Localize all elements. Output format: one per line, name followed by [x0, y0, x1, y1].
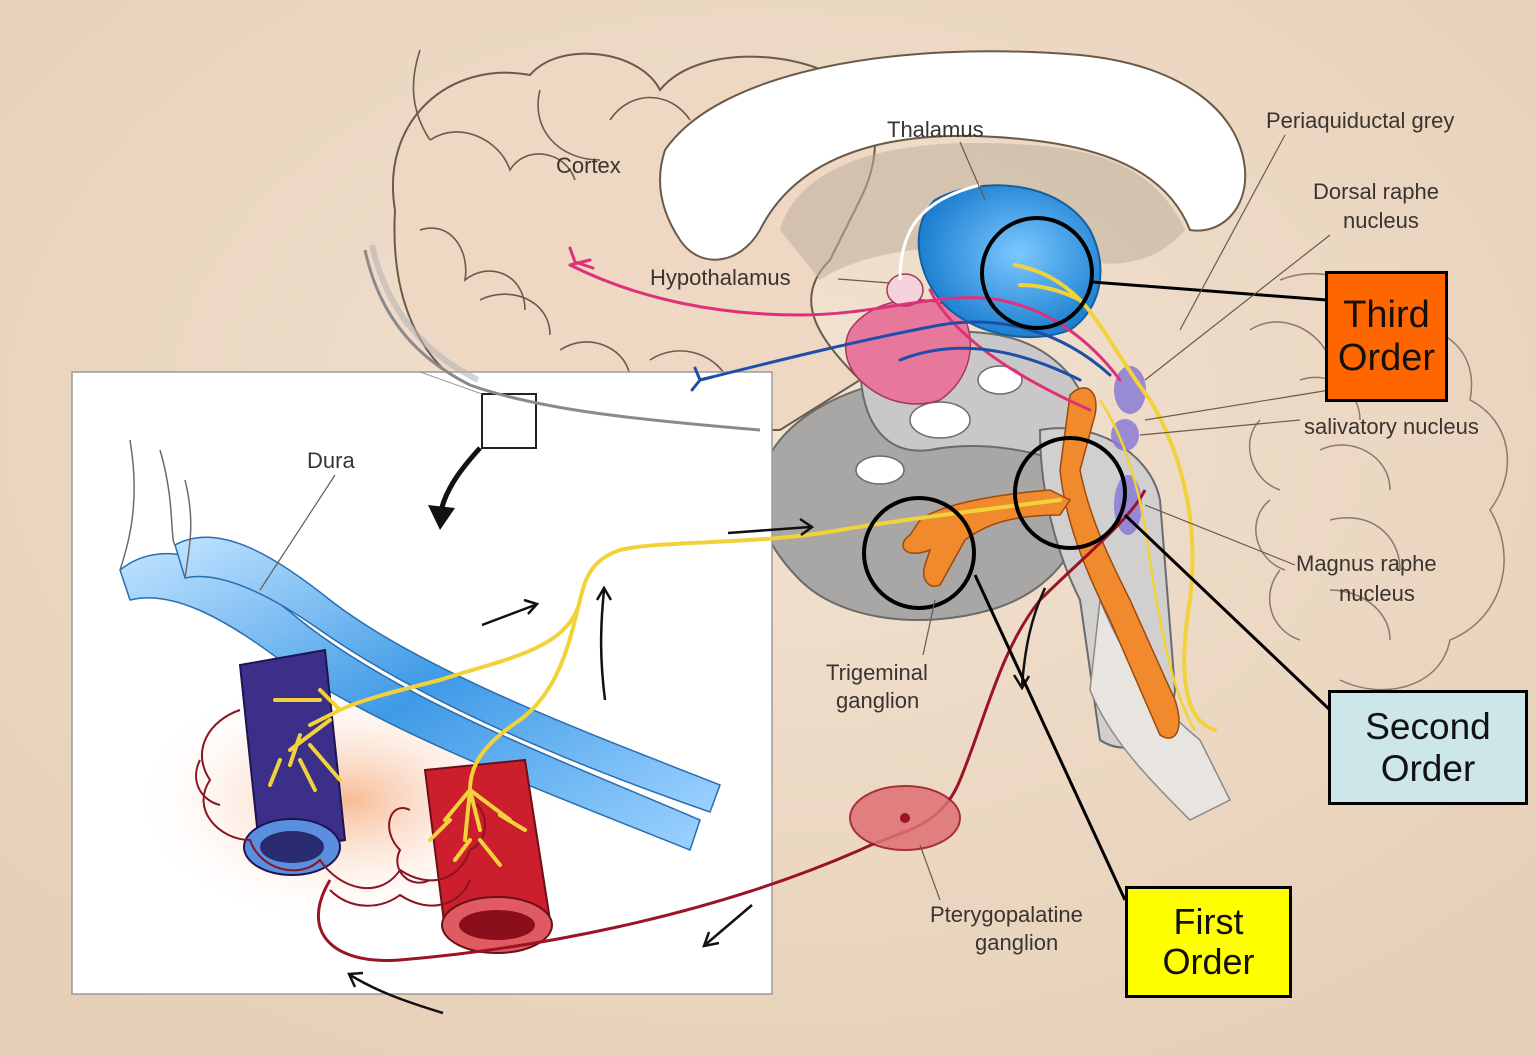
second-order-line1: Second	[1365, 706, 1491, 747]
label-trigeminal-1: Trigeminal	[826, 660, 928, 685]
label-dorsal-raphe-2: nucleus	[1343, 208, 1419, 233]
first-order-line1: First	[1174, 901, 1244, 942]
first-order-box: First Order	[1125, 886, 1292, 998]
label-dorsal-raphe-1: Dorsal raphe	[1313, 179, 1439, 204]
label-pterygopalatine-2: ganglion	[975, 930, 1058, 955]
label-thalamus: Thalamus	[887, 117, 984, 142]
third-order-line1: Third	[1343, 294, 1430, 336]
first-order-line2: Order	[1162, 941, 1254, 982]
second-order-box: Second Order	[1328, 690, 1528, 805]
label-salivatory-nucleus: salivatory nucleus	[1304, 414, 1479, 439]
label-trigeminal-2: ganglion	[836, 688, 919, 713]
second-order-line2: Order	[1381, 748, 1476, 789]
third-order-line2: Order	[1338, 337, 1435, 379]
label-magnus-raphe-1: Magnus raphe	[1296, 551, 1437, 576]
third-order-box: Third Order	[1325, 271, 1448, 402]
salivatory-nucleus	[1111, 419, 1139, 451]
label-magnus-raphe-2: nucleus	[1339, 581, 1415, 606]
label-hypothalamus: Hypothalamus	[650, 265, 791, 290]
label-periaqueductal-grey: Periaquiductal grey	[1266, 108, 1454, 133]
label-pterygopalatine-1: Pterygopalatine	[930, 902, 1083, 927]
label-cortex: Cortex	[556, 153, 621, 178]
label-dura: Dura	[307, 448, 355, 473]
